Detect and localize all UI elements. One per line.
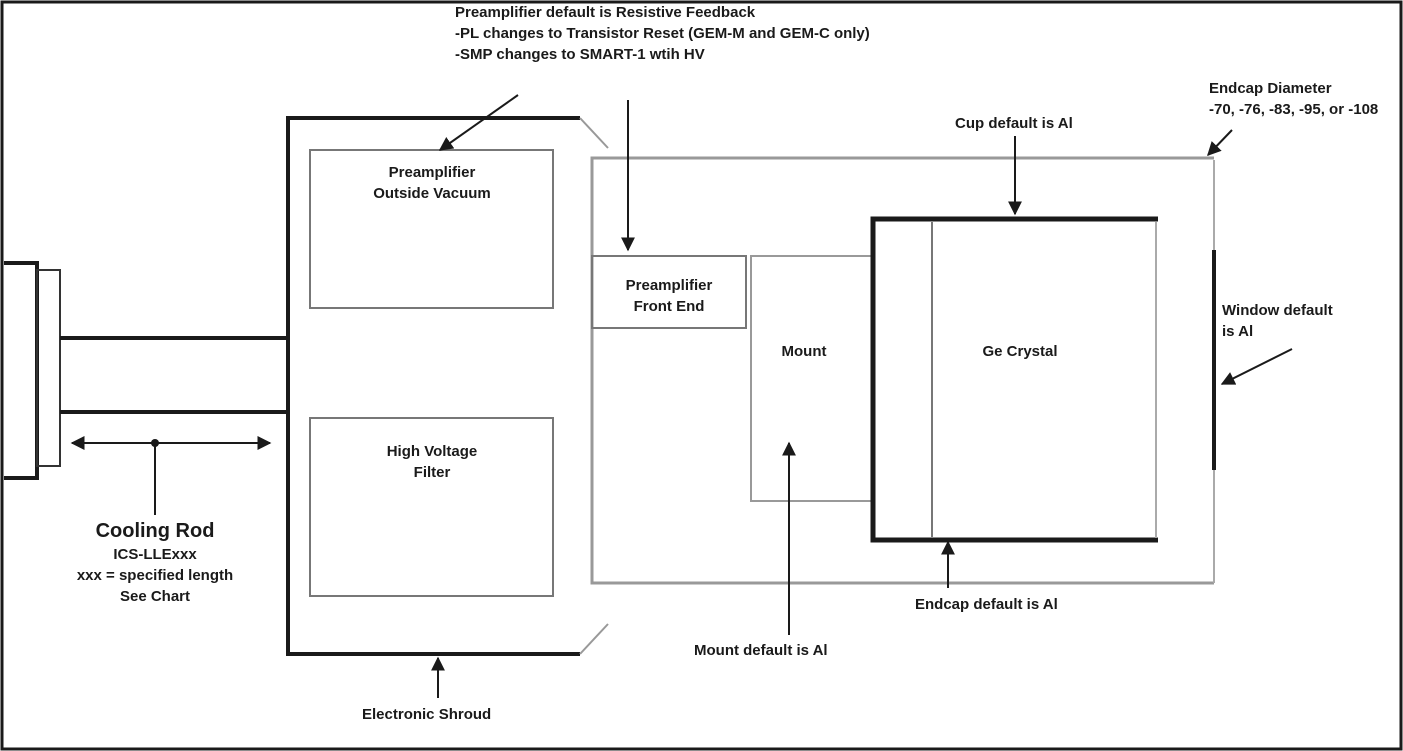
mount-default-note: Mount default is Al — [694, 642, 828, 659]
preamp-outside-line2: Outside Vacuum — [373, 185, 491, 202]
arrow-window — [1220, 348, 1293, 385]
hv-filter-box — [309, 417, 554, 597]
cooling-rod-line2: xxx = specified length — [76, 567, 234, 584]
endcap-diameter-line2: -70, -76, -83, -95, or -108 — [1209, 101, 1379, 118]
cup-default-note: Cup default is Al — [955, 115, 1073, 132]
window-default-note: Window default is Al — [1222, 300, 1333, 342]
electronic-shroud-note: Electronic Shroud — [362, 706, 492, 723]
cooling-rod-title: Cooling Rod — [95, 520, 215, 542]
arrow-endcap-diameter — [1207, 129, 1233, 157]
mount-box — [750, 255, 874, 502]
cooling-rod-shape — [60, 336, 288, 414]
hv-filter-line1: High Voltage — [386, 443, 478, 460]
endcap-diameter-note: Endcap Diameter -70, -76, -83, -95, or -… — [1209, 78, 1378, 120]
flange — [4, 261, 61, 480]
endcap-default-note: Endcap default is Al — [915, 596, 1058, 613]
hv-filter-label: High Voltage Filter — [312, 441, 552, 483]
preamp-front-line2: Front End — [633, 298, 705, 315]
cooling-rod-line1: ICS-LLExxx — [113, 546, 197, 563]
window-default-line2: is Al — [1222, 323, 1254, 340]
hv-filter-line2: Filter — [413, 464, 451, 481]
ge-crystal-label: Ge Crystal — [982, 343, 1058, 360]
preamp-outside-label: Preamplifier Outside Vacuum — [312, 162, 552, 204]
cooling-rod-label: Cooling Rod ICS-LLExxx xxx = specified l… — [55, 518, 255, 607]
arrow-preamp-default — [438, 94, 519, 151]
mount-label: Mount — [781, 343, 827, 360]
endcap — [590, 156, 1215, 585]
rod-length-dimension — [70, 436, 272, 515]
preamp-front-label: Preamplifier Front End — [594, 275, 744, 317]
endcap-diameter-line1: Endcap Diameter — [1209, 80, 1332, 97]
preamp-default-line3: -SMP changes to SMART-1 wtih HV — [455, 46, 705, 63]
preamp-default-line2: -PL changes to Transistor Reset (GEM-M a… — [455, 25, 870, 42]
cooling-rod-line3: See Chart — [119, 588, 191, 605]
preamp-front-line1: Preamplifier — [625, 277, 713, 294]
cup — [870, 216, 1158, 543]
preamp-outside-box — [309, 149, 554, 309]
window-default-line1: Window default — [1222, 302, 1333, 319]
preamp-default-line1: Preamplifier default is Resistive Feedba… — [455, 4, 756, 21]
preamp-front-box — [591, 255, 747, 329]
electronic-shroud — [286, 116, 609, 656]
preamp-default-note: Preamplifier default is Resistive Feedba… — [455, 2, 870, 65]
preamp-outside-line1: Preamplifier — [388, 164, 476, 181]
